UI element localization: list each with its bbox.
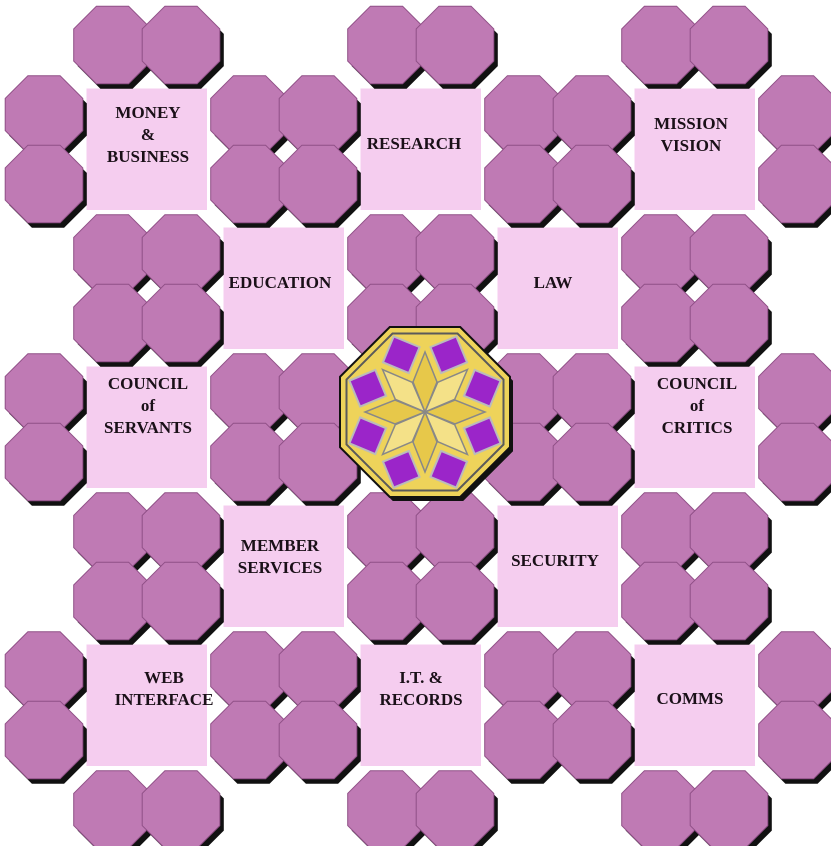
octagon-tile bbox=[759, 145, 831, 223]
octagon-tile bbox=[622, 284, 700, 362]
department-label-comms: COMMS bbox=[656, 689, 723, 708]
octagon-tile bbox=[553, 76, 631, 154]
octagon-tile bbox=[211, 701, 289, 779]
department-label-council-critics: CRITICS bbox=[662, 418, 733, 437]
octagon-tile bbox=[211, 145, 289, 223]
octagon-tile bbox=[485, 701, 563, 779]
octagon-tile bbox=[142, 562, 220, 640]
octagon-tile bbox=[5, 76, 83, 154]
octagon-tile bbox=[690, 771, 768, 846]
octagon-tile bbox=[74, 284, 152, 362]
star-emblem-icon bbox=[340, 327, 513, 501]
octagon-tile bbox=[759, 76, 831, 154]
octagon-tile bbox=[74, 562, 152, 640]
department-label-money-business: & bbox=[141, 125, 155, 144]
octagon-tile bbox=[74, 771, 152, 846]
octagon-tile bbox=[142, 215, 220, 293]
octagon-tile bbox=[622, 215, 700, 293]
octagon-tile bbox=[279, 145, 357, 223]
octagon-tile bbox=[5, 423, 83, 501]
octagon-tile bbox=[690, 6, 768, 84]
department-label-council-critics: COUNCIL bbox=[657, 374, 737, 393]
department-label-web-interface: INTERFACE bbox=[115, 690, 214, 709]
octagon-tile bbox=[759, 632, 831, 710]
octagon-tile bbox=[279, 632, 357, 710]
octagon-tile bbox=[622, 562, 700, 640]
octagon-tile bbox=[690, 284, 768, 362]
octagon-tile bbox=[348, 215, 426, 293]
octagon-tile bbox=[759, 354, 831, 432]
octagon-tile bbox=[5, 632, 83, 710]
octagon-tile bbox=[485, 632, 563, 710]
department-label-security: SECURITY bbox=[511, 551, 599, 570]
octagon-tile bbox=[690, 562, 768, 640]
department-label-mission-vision: MISSION bbox=[654, 114, 728, 133]
octagon-tile bbox=[348, 771, 426, 846]
department-label-member-services: MEMBER bbox=[241, 536, 320, 555]
octagon-tile bbox=[74, 215, 152, 293]
department-label-money-business: MONEY bbox=[115, 103, 180, 122]
octagon-tile bbox=[485, 76, 563, 154]
octagon-tile bbox=[622, 493, 700, 571]
department-label-council-servants: COUNCIL bbox=[108, 374, 188, 393]
octagon-tile bbox=[279, 701, 357, 779]
department-label-education: EDUCATION bbox=[229, 273, 332, 292]
department-label-it-records: RECORDS bbox=[379, 690, 462, 709]
octagon-tile bbox=[211, 423, 289, 501]
department-label-mission-vision: VISION bbox=[661, 136, 722, 155]
department-label-council-servants: SERVANTS bbox=[104, 418, 192, 437]
octagon-tile bbox=[416, 562, 494, 640]
octagon-tile bbox=[622, 771, 700, 846]
department-label-law: LAW bbox=[534, 273, 573, 292]
octagon-tile bbox=[5, 354, 83, 432]
octagon-tile bbox=[485, 145, 563, 223]
department-label-money-business: BUSINESS bbox=[107, 147, 189, 166]
octagon-tile bbox=[142, 771, 220, 846]
department-label-council-critics: of bbox=[690, 396, 705, 415]
octagon-tile bbox=[553, 354, 631, 432]
octagon-tile bbox=[211, 632, 289, 710]
octagon-tile bbox=[416, 771, 494, 846]
department-label-member-services: SERVICES bbox=[238, 558, 322, 577]
octagon-tile bbox=[759, 423, 831, 501]
octagon-tile bbox=[416, 215, 494, 293]
octagon-tile bbox=[690, 493, 768, 571]
octagon-tile bbox=[553, 145, 631, 223]
octagon-tile bbox=[74, 493, 152, 571]
octagon-tile bbox=[416, 6, 494, 84]
octagon-tile bbox=[759, 701, 831, 779]
octagon-tile bbox=[348, 562, 426, 640]
octagon-tile bbox=[553, 423, 631, 501]
octagon-tile bbox=[279, 76, 357, 154]
octagon-tile bbox=[348, 493, 426, 571]
octagon-tile bbox=[211, 354, 289, 432]
octagon-tile bbox=[211, 76, 289, 154]
department-label-council-servants: of bbox=[141, 396, 156, 415]
octagon-tile bbox=[5, 701, 83, 779]
octagon-tile bbox=[74, 6, 152, 84]
octagon-tile bbox=[622, 6, 700, 84]
octagon-tile bbox=[5, 145, 83, 223]
octagon-tile bbox=[553, 632, 631, 710]
department-label-research: RESEARCH bbox=[367, 134, 461, 153]
octagon-tile bbox=[142, 493, 220, 571]
octagon-tile bbox=[553, 701, 631, 779]
octagon-tile bbox=[142, 6, 220, 84]
octagon-tile bbox=[416, 493, 494, 571]
octagon-tile bbox=[348, 6, 426, 84]
department-label-it-records: I.T. & bbox=[399, 668, 443, 687]
octagon-tile bbox=[690, 215, 768, 293]
octagon-tile bbox=[142, 284, 220, 362]
department-label-web-interface: WEB bbox=[144, 668, 184, 687]
